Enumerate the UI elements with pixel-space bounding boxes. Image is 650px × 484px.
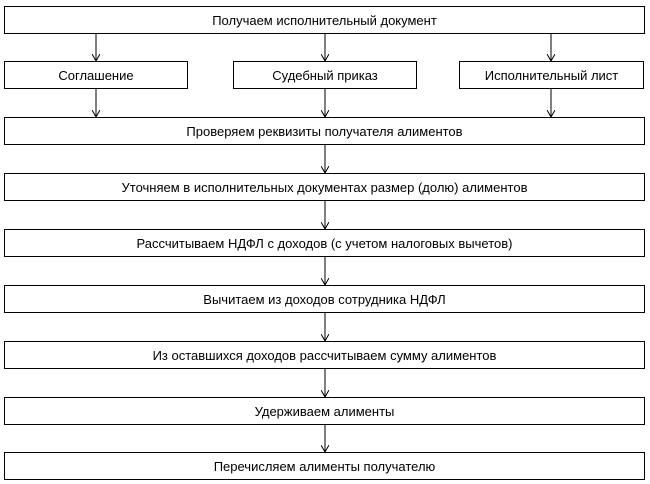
step-label-1: Проверяем реквизиты получателя алиментов (186, 123, 463, 139)
step-label-5: Из оставшихся доходов рассчитываем сумму… (152, 347, 497, 363)
step-box-2: Уточняем в исполнительных документах раз… (4, 173, 645, 201)
start-label: Получаем исполнительный документ (212, 12, 437, 28)
step-box-6: Удерживаем алименты (4, 397, 645, 425)
start-box: Получаем исполнительный документ (4, 6, 645, 34)
step-box-1: Проверяем реквизиты получателя алиментов (4, 117, 645, 145)
document-box-court-order: Судебный приказ (233, 61, 417, 89)
step-label-6: Удерживаем алименты (254, 403, 395, 419)
document-label-court-order: Судебный приказ (272, 67, 378, 83)
step-box-3: Рассчитываем НДФЛ с доходов (с учетом на… (4, 229, 645, 257)
step-label-3: Рассчитываем НДФЛ с доходов (с учетом на… (136, 235, 513, 251)
document-label-writ: Исполнительный лист (484, 67, 619, 83)
document-box-agreement: Соглашение (4, 61, 188, 89)
step-box-5: Из оставшихся доходов рассчитываем сумму… (4, 341, 645, 369)
step-label-2: Уточняем в исполнительных документах раз… (121, 179, 528, 195)
step-label-7: Перечисляем алименты получателю (213, 458, 436, 474)
document-label-agreement: Соглашение (58, 67, 134, 83)
step-box-4: Вычитаем из доходов сотрудника НДФЛ (4, 285, 645, 313)
step-box-7: Перечисляем алименты получателю (4, 452, 645, 480)
step-label-4: Вычитаем из доходов сотрудника НДФЛ (203, 291, 446, 307)
document-box-writ: Исполнительный лист (459, 61, 644, 89)
